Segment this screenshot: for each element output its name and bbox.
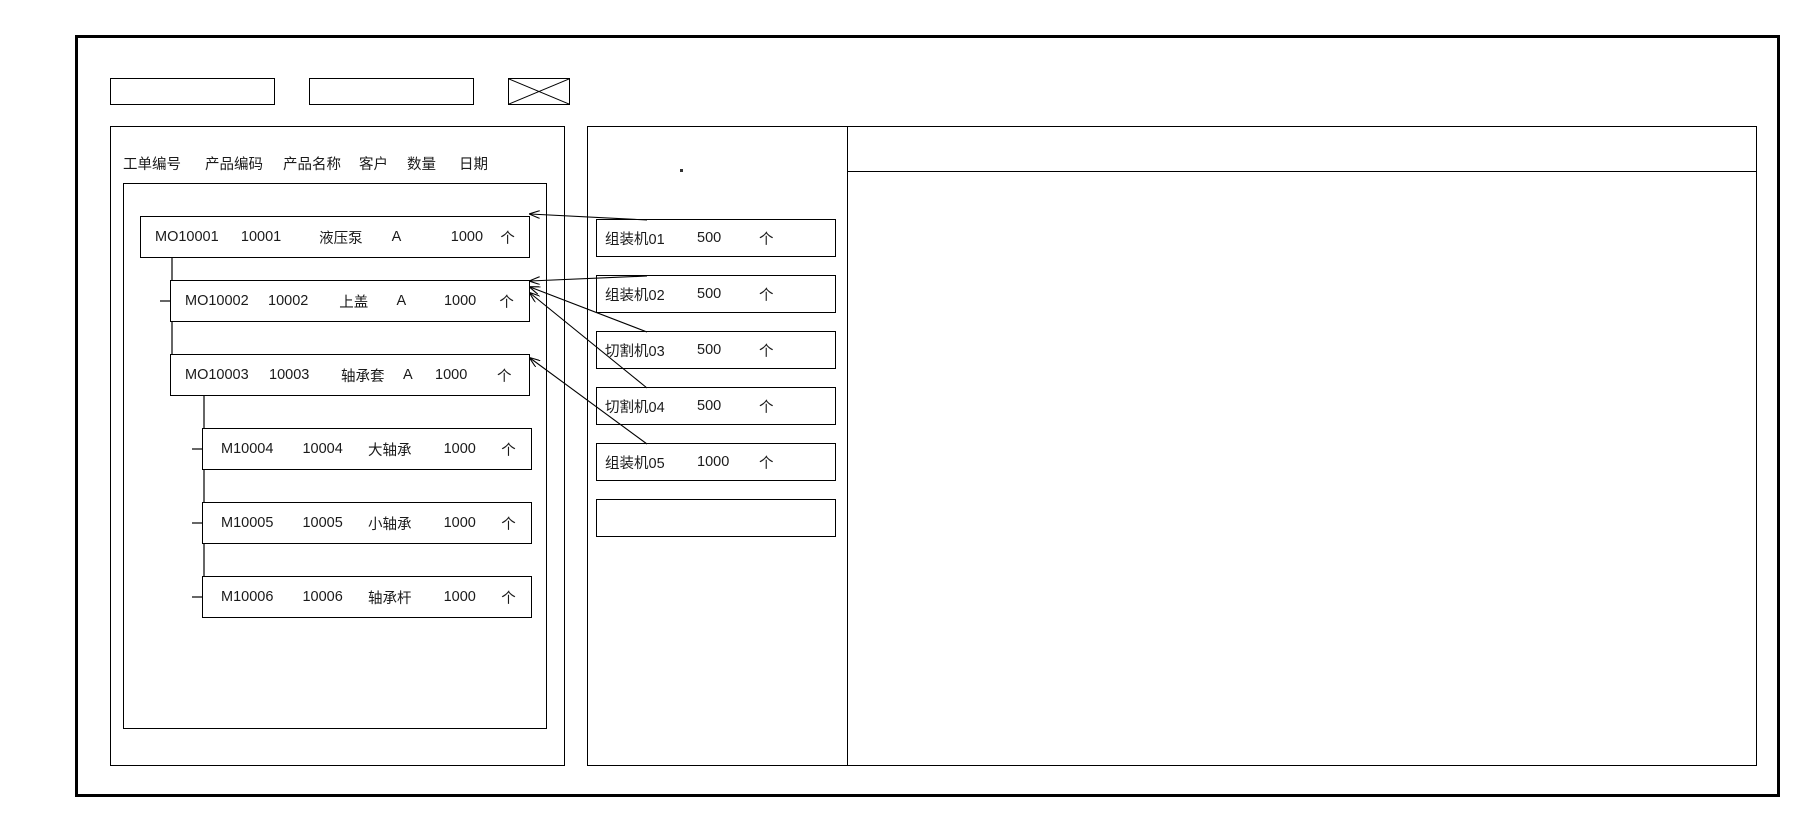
- node-product-name: 小轴承: [368, 516, 412, 533]
- machine-quantity: 500: [697, 342, 722, 358]
- machine-list: 组装机01 500 个 组装机02 500 个 切割机03 500 个: [596, 219, 836, 555]
- toolbar: [110, 78, 570, 105]
- node-customer: A: [396, 293, 407, 309]
- machine-list-item[interactable]: 切割机03 500 个: [596, 331, 836, 369]
- toolbar-field-1[interactable]: [110, 78, 275, 105]
- machine-list-item[interactable]: 切割机04 500 个: [596, 387, 836, 425]
- node-work-order: MO10001: [155, 229, 219, 245]
- machine-name: 组装机01: [605, 231, 665, 248]
- column-header-work-order: 工单编号: [123, 157, 181, 173]
- node-quantity: 1000: [443, 515, 476, 531]
- detail-container: 组装机01 500 个 组装机02 500 个 切割机03 500 个: [587, 126, 1757, 766]
- node-product-code: 10005: [302, 515, 343, 531]
- node-work-order: MO10002: [185, 293, 249, 309]
- node-unit: 个: [499, 294, 514, 311]
- node-customer: A: [403, 367, 413, 383]
- machine-name: 切割机03: [605, 343, 665, 360]
- column-headers: 工单编号 产品编码 产品名称 客户 数量 日期: [123, 153, 499, 174]
- panel-marker-dot: [680, 169, 683, 172]
- work-order-tree: MO10001 10001 液压泵 A 1000 个 MO10002 10002…: [123, 183, 547, 729]
- machine-name: 组装机05: [605, 455, 665, 472]
- machine-name: 组装机02: [605, 287, 665, 304]
- column-header-customer: 客户: [359, 157, 388, 173]
- machine-list-item[interactable]: 组装机01 500 个: [596, 219, 836, 257]
- node-work-order: M10004: [221, 441, 274, 457]
- node-quantity: 1000: [443, 293, 477, 309]
- machine-unit: 个: [759, 231, 774, 248]
- tree-node-leaf-2[interactable]: M10005 10005 小轴承 1000 个: [202, 502, 532, 544]
- machine-unit: 个: [759, 455, 774, 472]
- node-unit: 个: [501, 516, 516, 533]
- column-header-product-code: 产品编码: [205, 157, 263, 173]
- machine-unit: 个: [759, 343, 774, 360]
- detail-grid-panel: [848, 127, 1756, 765]
- node-customer: A: [391, 229, 402, 245]
- app-window: 工单编号 产品编码 产品名称 客户 数量 日期: [75, 35, 1780, 797]
- column-header-quantity: 数量: [407, 157, 436, 173]
- x-box-icon[interactable]: [508, 78, 570, 105]
- tree-node-leaf-3[interactable]: M10006 10006 轴承杆 1000 个: [202, 576, 532, 618]
- work-order-panel: 工单编号 产品编码 产品名称 客户 数量 日期: [110, 126, 565, 766]
- node-product-code: 10002: [268, 293, 309, 309]
- detail-grid-header-divider: [848, 171, 1756, 172]
- panels-row: 工单编号 产品编码 产品名称 客户 数量 日期: [110, 126, 1757, 766]
- machine-assignment-panel: 组装机01 500 个 组装机02 500 个 切割机03 500 个: [588, 127, 848, 765]
- machine-quantity: 500: [697, 398, 722, 414]
- toolbar-field-2[interactable]: [309, 78, 474, 105]
- node-unit: 个: [500, 230, 515, 247]
- node-quantity: 1000: [443, 441, 476, 457]
- machine-unit: 个: [759, 399, 774, 416]
- machine-list-item-empty[interactable]: [596, 499, 836, 537]
- machine-list-item[interactable]: 组装机02 500 个: [596, 275, 836, 313]
- node-product-code: 10001: [240, 229, 282, 245]
- node-work-order: MO10003: [185, 367, 249, 383]
- node-product-code: 10004: [302, 441, 343, 457]
- node-product-name: 液压泵: [319, 230, 363, 247]
- machine-quantity: 1000: [697, 454, 730, 470]
- node-unit: 个: [501, 590, 516, 607]
- node-product-name: 大轴承: [368, 442, 412, 459]
- tree-node-child-1[interactable]: MO10002 10002 上盖 A 1000 个: [170, 280, 530, 322]
- column-header-product-name: 产品名称: [283, 157, 341, 173]
- node-unit: 个: [501, 442, 516, 459]
- node-product-name: 轴承杆: [368, 590, 412, 607]
- machine-name: 切割机04: [605, 399, 665, 416]
- node-quantity: 1000: [435, 367, 468, 383]
- tree-node-leaf-1[interactable]: M10004 10004 大轴承 1000 个: [202, 428, 532, 470]
- machine-quantity: 500: [697, 230, 722, 246]
- machine-unit: 个: [759, 287, 774, 304]
- tree-node-root[interactable]: MO10001 10001 液压泵 A 1000 个: [140, 216, 530, 258]
- node-unit: 个: [497, 368, 512, 385]
- node-work-order: M10005: [221, 515, 274, 531]
- node-quantity: 1000: [443, 589, 476, 605]
- node-quantity: 1000: [450, 229, 484, 245]
- node-product-code: 10003: [269, 367, 310, 383]
- machine-quantity: 500: [697, 286, 722, 302]
- column-header-date: 日期: [459, 157, 488, 173]
- machine-list-item[interactable]: 组装机05 1000 个: [596, 443, 836, 481]
- node-work-order: M10006: [221, 589, 274, 605]
- node-product-name: 轴承套: [341, 368, 385, 385]
- node-product-code: 10006: [302, 589, 343, 605]
- tree-node-child-2[interactable]: MO10003 10003 轴承套 A 1000 个: [170, 354, 530, 396]
- node-product-name: 上盖: [339, 294, 369, 311]
